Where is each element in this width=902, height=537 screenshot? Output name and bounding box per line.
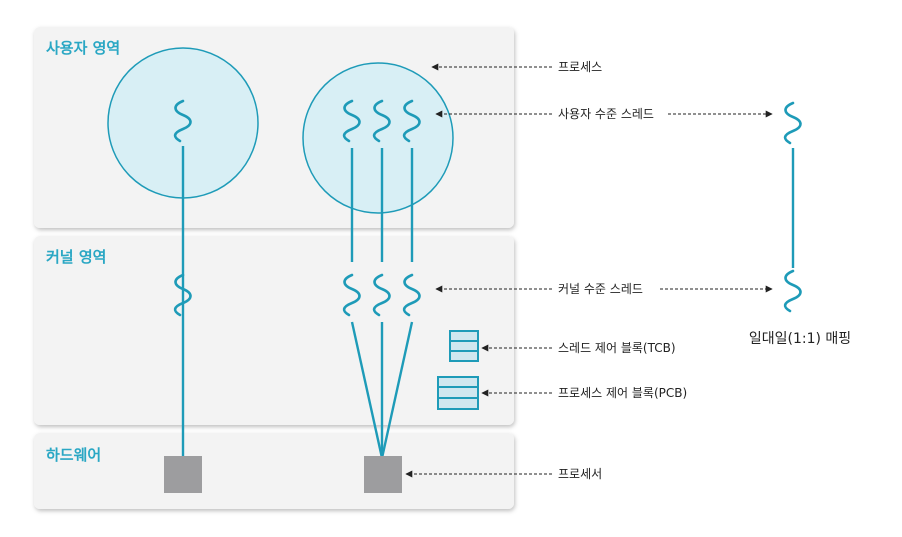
hardware-label: 하드웨어 — [46, 446, 101, 464]
kernel-thread-label: 커널 수준 스레드 — [558, 282, 643, 296]
user-space-label: 사용자 영역 — [46, 39, 120, 57]
pcb-block-icon — [437, 376, 479, 410]
pcb-label: 프로세스 제어 블록(PCB) — [558, 386, 687, 400]
user-thread-label: 사용자 수준 스레드 — [558, 107, 654, 121]
one-to-one-mapping-label: 일대일(1:1) 매핑 — [749, 331, 851, 347]
processor-1 — [164, 456, 202, 493]
tcb-block-icon — [449, 330, 479, 362]
processor-label: 프로세서 — [558, 467, 602, 481]
tcb-label: 스레드 제어 블록(TCB) — [558, 341, 676, 355]
kernel-thread-icon — [783, 269, 803, 313]
hardware-panel — [34, 433, 514, 509]
process-label: 프로세스 — [558, 60, 602, 74]
kernel-space-panel — [34, 236, 514, 425]
user-thread-icon — [783, 101, 803, 145]
kernel-space-label: 커널 영역 — [46, 248, 106, 266]
kernel-to-cpu-3 — [380, 321, 414, 459]
kernel-to-cpu-1 — [350, 321, 384, 459]
processor-2 — [364, 456, 402, 493]
process-circle-2 — [302, 62, 454, 214]
